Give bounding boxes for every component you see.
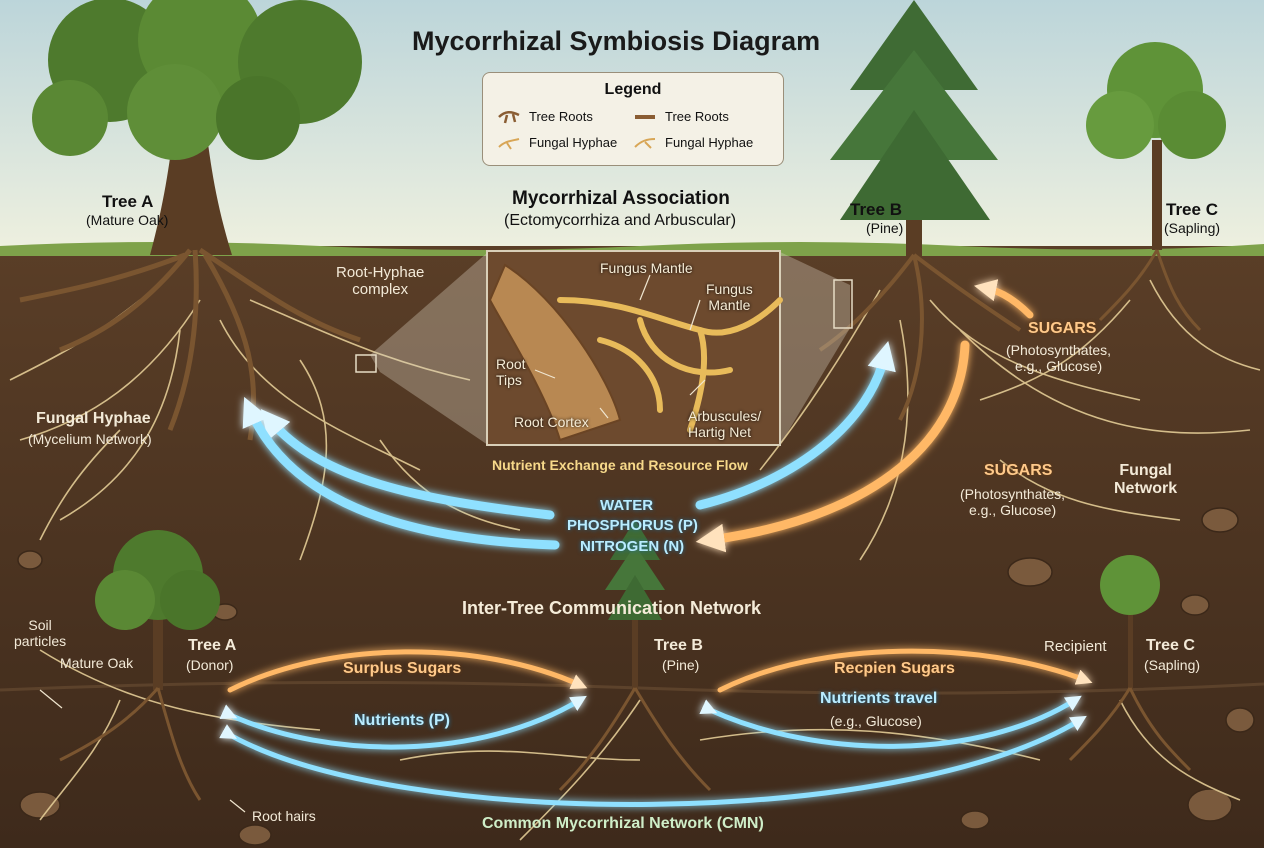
cmn-arrow xyxy=(219,715,1087,807)
legend-title: Legend xyxy=(604,81,662,98)
surplus-sugars-arrow xyxy=(227,649,588,693)
tree-b-illustration xyxy=(818,0,1022,421)
tree-c-label: Tree C xyxy=(1166,200,1218,219)
nutrient-nitrogen: NITROGEN (N) xyxy=(580,538,685,555)
sugars-label-2: SUGARS xyxy=(984,462,1053,479)
bottom-tree-c-desc: (Sapling) xyxy=(1144,657,1201,673)
bottom-tree-c-label: Tree C xyxy=(1146,637,1195,654)
inset-root-cortex: Root Cortex xyxy=(514,414,589,430)
top-flow-arrows xyxy=(242,279,1034,553)
nutrient-arrow-1 xyxy=(260,408,555,520)
sugars-sub-1: (Photosynthates, e.g., Glucose) xyxy=(1006,342,1112,375)
tree-a-illustration xyxy=(19,0,362,441)
tree-b-desc: (Pine) xyxy=(866,220,904,236)
legend: Legend Tree Roots Tree Roots Fungal Hyph… xyxy=(482,72,784,166)
tree-a-desc: (Mature Oak) xyxy=(86,212,169,228)
communication-network-title: Inter-Tree Communication Network xyxy=(462,598,762,618)
tree-c-desc: (Sapling) xyxy=(1164,220,1221,236)
bottom-tree-a xyxy=(59,530,220,801)
recpien-sugars-arrow xyxy=(717,648,1093,693)
legend-root-icon-2 xyxy=(635,115,655,119)
lower-soil-band xyxy=(0,680,1264,695)
nutrients-travel-label: Nutrients travel xyxy=(820,690,938,707)
nutrient-arrow-2 xyxy=(242,396,560,550)
fungal-hyphae-label: Fungal Hyphae xyxy=(36,410,151,427)
sugars-label-1: SUGARS xyxy=(1028,320,1097,337)
inset-fungus-mantle-2: Fungus Mantle xyxy=(706,281,753,314)
bottom-tree-a-label: Tree A xyxy=(188,637,237,654)
inset-zoom xyxy=(355,250,853,446)
nutrient-arrow-3 xyxy=(695,340,896,510)
diagram-title: Mycorrhizal Symbiosis Diagram xyxy=(412,26,821,56)
mature-oak-label: Mature Oak xyxy=(60,655,134,671)
leader-lines xyxy=(39,274,706,813)
surplus-sugars-label: Surplus Sugars xyxy=(343,660,462,677)
bottom-tree-b-desc: (Pine) xyxy=(662,657,700,673)
inset-arbuscules: Arbuscules/ Hartig Net xyxy=(688,408,762,441)
bottom-tree-b-label: Tree B xyxy=(654,637,703,654)
inset-fungus-mantle-1: Fungus Mantle xyxy=(600,260,693,276)
legend-root-icon-1 xyxy=(498,111,520,124)
legend-hyphae-icon-2 xyxy=(634,138,656,149)
exchange-caption: Nutrient Exchange and Resource Flow xyxy=(492,457,748,473)
association-subtitle: (Ectomycorrhiza and Arbuscular) xyxy=(504,212,737,229)
sugar-arrow-1 xyxy=(695,340,970,553)
tree-b-label: Tree B xyxy=(850,200,902,219)
sugars-sub-2: (Photosynthates, e.g., Glucose) xyxy=(960,486,1066,519)
fungal-network-label: Fungal Network xyxy=(1114,462,1178,498)
root-hairs-label: Root hairs xyxy=(252,808,316,824)
recipient-label: Recipient xyxy=(1044,638,1107,655)
cmn-label: Common Mycorrhizal Network (CMN) xyxy=(482,815,764,832)
tree-c-illustration xyxy=(1086,42,1226,332)
nutrient-phosphorus: PHOSPHORUS (P) xyxy=(567,517,698,534)
association-title: Mycorrhizal Association xyxy=(512,188,730,209)
hyphae-network xyxy=(9,279,1261,841)
soil-stones xyxy=(17,507,1255,846)
nutrients-travel-sub: (e.g., Glucose) xyxy=(830,713,922,729)
legend-item-tree-roots-1: Tree Roots xyxy=(529,109,593,124)
legend-item-tree-roots-2: Tree Roots xyxy=(665,109,729,124)
sugar-arrow-2 xyxy=(974,279,1034,319)
legend-item-fungal-hyphae-2: Fungal Hyphae xyxy=(665,135,754,150)
legend-hyphae-icon-1 xyxy=(498,138,520,150)
bottom-tree-c xyxy=(1068,555,1192,772)
bottom-tree-a-desc: (Donor) xyxy=(186,657,234,673)
bottom-flow-arrows xyxy=(219,648,1093,807)
legend-item-fungal-hyphae-1: Fungal Hyphae xyxy=(529,135,618,150)
fungal-hyphae-sub: (Mycelium Network) xyxy=(28,431,152,447)
root-hyphae-label: Root-Hyphae complex xyxy=(336,264,425,299)
grass-line xyxy=(0,242,1264,256)
inset-root-tips: Root Tips xyxy=(496,356,526,389)
bottom-tree-b xyxy=(558,520,712,792)
nutrients-p-label: Nutrients (P) xyxy=(354,712,450,729)
soil-particles-label: Soil particles xyxy=(14,617,67,650)
recpien-sugars-label: Recpien Sugars xyxy=(834,660,955,677)
nutrient-water: WATER xyxy=(600,497,654,514)
root-cortex-shape xyxy=(488,263,622,442)
tree-a-label: Tree A xyxy=(102,192,154,211)
